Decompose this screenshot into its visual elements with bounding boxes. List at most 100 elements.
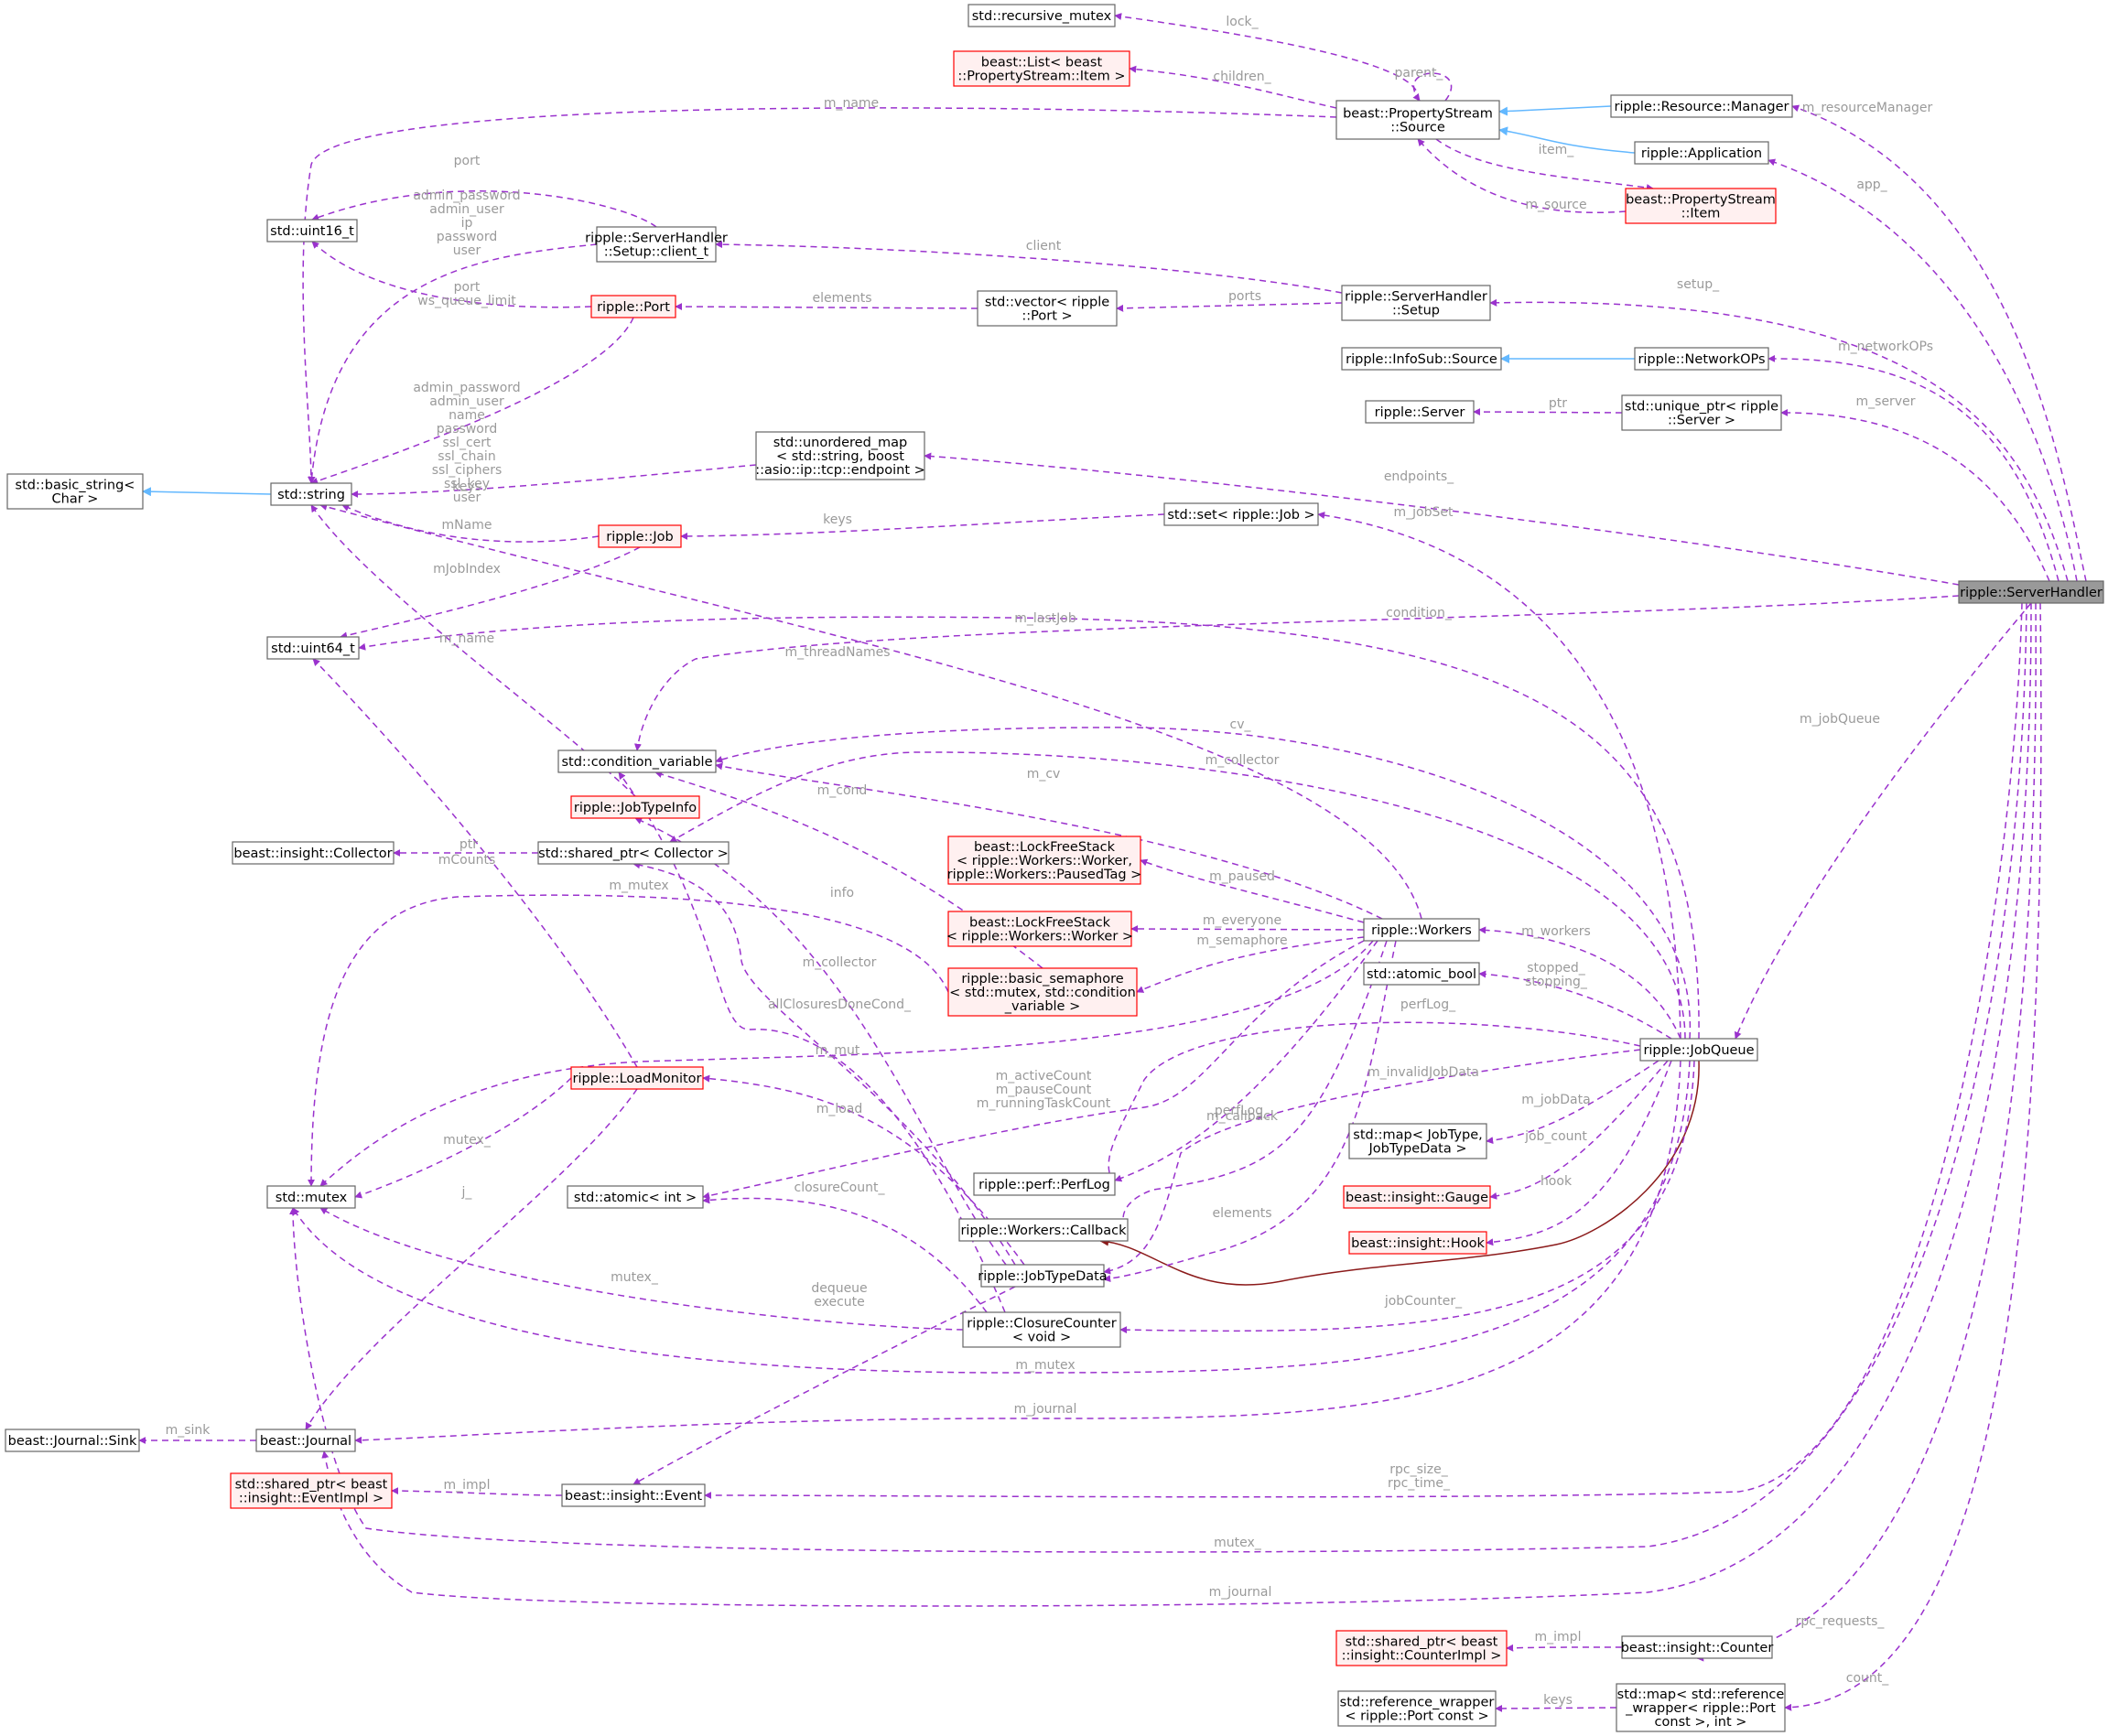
node-shared-ptr-collector[interactable]: std::shared_ptr< Collector >: [537, 841, 730, 865]
node-condition-variable[interactable]: std::condition_variable: [557, 749, 717, 773]
node-lfs-worker[interactable]: beast::LockFreeStack< ripple::Workers::W…: [946, 911, 1133, 947]
node-box[interactable]: [953, 50, 1130, 87]
node-box[interactable]: [1341, 347, 1502, 371]
node-set-job[interactable]: std::set< ripple::Job >: [1163, 502, 1319, 526]
node-unordered-map[interactable]: std::unordered_map< std::string, boost::…: [755, 431, 925, 480]
node-box[interactable]: [232, 841, 395, 865]
node-ps-item[interactable]: beast::PropertyStream::Item: [1625, 188, 1777, 224]
node-box[interactable]: [1335, 1630, 1508, 1666]
node-box[interactable]: [1634, 141, 1769, 165]
node-map-refwrap[interactable]: std::map< std::reference_wrapper< ripple…: [1616, 1683, 1786, 1732]
node-box[interactable]: [1363, 918, 1480, 942]
node-basic-semaphore[interactable]: ripple::basic_semaphore< std::mutex, std…: [947, 967, 1138, 1017]
node-box[interactable]: [266, 219, 358, 243]
node-reference-wrapper[interactable]: std::reference_wrapper< ripple::Port con…: [1337, 1690, 1497, 1727]
node-hook[interactable]: beast::insight::Hook: [1348, 1231, 1487, 1255]
node-uint16[interactable]: std::uint16_t: [266, 219, 358, 243]
node-mutex[interactable]: std::mutex: [266, 1185, 356, 1209]
node-journal-sink[interactable]: beast::Journal::Sink: [5, 1429, 140, 1452]
node-box[interactable]: [1348, 1123, 1487, 1159]
node-box[interactable]: [1163, 502, 1319, 526]
node-client-t[interactable]: ripple::ServerHandler::Setup::client_t: [585, 226, 728, 263]
node-gauge[interactable]: beast::insight::Gauge: [1343, 1185, 1491, 1209]
node-port[interactable]: ripple::Port: [590, 295, 676, 318]
node-closure-counter[interactable]: ripple::ClosureCounter< void >: [962, 1311, 1121, 1348]
node-job-queue[interactable]: ripple::JobQueue: [1639, 1038, 1758, 1062]
node-box[interactable]: [570, 795, 700, 819]
node-box[interactable]: [266, 1185, 356, 1209]
node-lfs-paused[interactable]: beast::LockFreeStack< ripple::Workers::W…: [947, 836, 1142, 885]
node-box[interactable]: [266, 636, 360, 660]
node-map-jobtype[interactable]: std::map< JobType,JobTypeData >: [1348, 1123, 1487, 1159]
node-box[interactable]: [1639, 1038, 1758, 1062]
node-atomic-int[interactable]: std::atomic< int >: [567, 1185, 704, 1209]
node-box[interactable]: [6, 473, 144, 510]
node-server-handler[interactable]: ripple::ServerHandler: [1958, 580, 2104, 604]
node-box[interactable]: [590, 295, 676, 318]
node-box[interactable]: [980, 1264, 1105, 1288]
node-box[interactable]: [1337, 1690, 1497, 1727]
node-box[interactable]: [1343, 1185, 1491, 1209]
node-box[interactable]: [968, 4, 1116, 27]
node-box[interactable]: [567, 1185, 704, 1209]
node-journal[interactable]: beast::Journal: [255, 1429, 356, 1452]
node-box[interactable]: [755, 431, 925, 480]
node-event[interactable]: beast::insight::Event: [561, 1483, 706, 1507]
node-box[interactable]: [947, 836, 1141, 885]
node-shared-ptr-counterimpl[interactable]: std::shared_ptr< beast::insight::Counter…: [1335, 1630, 1508, 1666]
node-box[interactable]: [1634, 347, 1769, 371]
node-box[interactable]: [598, 524, 682, 548]
node-box[interactable]: [1621, 394, 1782, 431]
node-network-ops[interactable]: ripple::NetworkOPs: [1634, 347, 1769, 371]
node-recursive-mutex[interactable]: std::recursive_mutex: [968, 4, 1116, 27]
node-load-monitor[interactable]: ripple::LoadMonitor: [570, 1066, 704, 1090]
node-box[interactable]: [1341, 285, 1491, 321]
node-box[interactable]: [1625, 188, 1777, 224]
node-box[interactable]: [270, 482, 352, 506]
node-box[interactable]: [1348, 1231, 1487, 1255]
node-box[interactable]: [1365, 400, 1475, 424]
node-box[interactable]: [1616, 1683, 1786, 1732]
node-application[interactable]: ripple::Application: [1634, 141, 1769, 165]
node-shared-ptr-eventimpl[interactable]: std::shared_ptr< beast::insight::EventIm…: [230, 1472, 393, 1509]
node-box[interactable]: [1335, 100, 1500, 140]
node-box[interactable]: [973, 1172, 1116, 1196]
node-box[interactable]: [1610, 94, 1793, 118]
node-job[interactable]: ripple::Job: [598, 524, 682, 548]
node-box[interactable]: [255, 1429, 356, 1452]
node-box[interactable]: [1621, 1635, 1773, 1659]
node-box[interactable]: [557, 749, 717, 773]
node-box[interactable]: [977, 290, 1118, 327]
node-workers-callback[interactable]: ripple::Workers::Callback: [958, 1218, 1129, 1242]
node-jobtypeinfo[interactable]: ripple::JobTypeInfo: [570, 795, 700, 819]
node-perflog[interactable]: ripple::perf::PerfLog: [973, 1172, 1116, 1196]
node-counter[interactable]: beast::insight::Counter: [1621, 1635, 1774, 1659]
node-basic-string[interactable]: std::basic_string<Char >: [6, 473, 144, 510]
node-unique-ptr-server[interactable]: std::unique_ptr< ripple::Server >: [1621, 394, 1782, 431]
node-box[interactable]: [1958, 580, 2104, 604]
node-collector[interactable]: beast::insight::Collector: [232, 841, 395, 865]
node-ps-source[interactable]: beast::PropertyStream::Source: [1335, 100, 1500, 140]
node-sh-setup[interactable]: ripple::ServerHandler::Setup: [1341, 285, 1491, 321]
node-box[interactable]: [947, 911, 1132, 947]
node-workers[interactable]: ripple::Workers: [1363, 918, 1480, 942]
node-box[interactable]: [962, 1311, 1121, 1348]
node-infosub-source[interactable]: ripple::InfoSub::Source: [1341, 347, 1502, 371]
node-box[interactable]: [1363, 962, 1480, 986]
node-string[interactable]: std::string: [270, 482, 352, 506]
node-box[interactable]: [561, 1483, 706, 1507]
node-box[interactable]: [537, 841, 730, 865]
node-server[interactable]: ripple::Server: [1365, 400, 1475, 424]
node-box[interactable]: [230, 1472, 393, 1509]
node-resource-manager[interactable]: ripple::Resource::Manager: [1610, 94, 1793, 118]
node-box[interactable]: [5, 1429, 140, 1452]
node-list-item[interactable]: beast::List< beast::PropertyStream::Item…: [953, 50, 1130, 87]
node-box[interactable]: [958, 1218, 1129, 1242]
node-box[interactable]: [947, 967, 1138, 1017]
node-vector-port[interactable]: std::vector< ripple::Port >: [977, 290, 1118, 327]
node-atomic-bool[interactable]: std::atomic_bool: [1363, 962, 1480, 986]
node-jobtypedata[interactable]: ripple::JobTypeData: [978, 1264, 1108, 1288]
node-box[interactable]: [570, 1066, 704, 1090]
node-uint64[interactable]: std::uint64_t: [266, 636, 360, 660]
node-box[interactable]: [596, 226, 717, 263]
